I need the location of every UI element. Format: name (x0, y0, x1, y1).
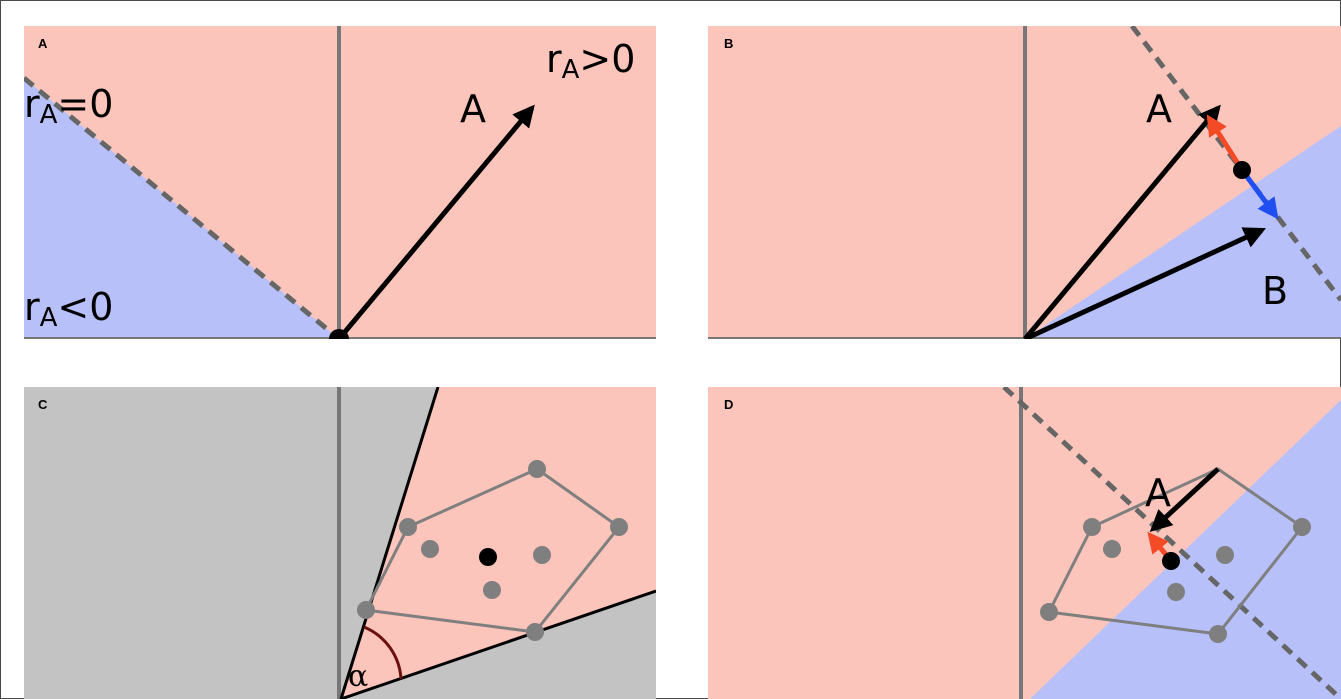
panel-d-polygon (1046, 467, 1305, 636)
panel-c-vertex (399, 518, 417, 536)
panel-a-label-negative: rA<0 (24, 285, 113, 333)
panel-b-vector-b-label: B (1262, 269, 1288, 313)
panel-a-label-positive: rA>0 (546, 37, 635, 85)
panel-b (708, 26, 1341, 339)
panel-c-angle-arc (363, 625, 403, 680)
panel-a-vector-a-arrow (337, 104, 535, 339)
panel-c-label: C (38, 397, 48, 412)
panel-a-label: A (38, 36, 48, 51)
panel-a-origin-point (329, 329, 349, 339)
panel-c-interior-point (483, 581, 501, 599)
panel-c-cone-region (341, 387, 656, 699)
panel-d-interior-point (1103, 540, 1121, 558)
panel-d-projection-point (1162, 552, 1180, 570)
panel-d-interior-point (1167, 583, 1185, 601)
panel-c-interior-point (421, 540, 439, 558)
panel-c (24, 387, 656, 699)
panel-d (708, 387, 1341, 699)
panel-d-vertex (1293, 518, 1311, 536)
panel-a (24, 26, 656, 339)
panel-d-vertex (1209, 625, 1227, 643)
panel-b-red-arrow (1206, 114, 1245, 172)
panel-c-interior-point (533, 546, 551, 564)
panel-d-boundary-dashed (1002, 387, 1341, 699)
panel-c-vertex (357, 601, 375, 619)
panel-b-blue-arrow (1239, 168, 1279, 220)
panel-a-zero-boundary-dashed (24, 76, 341, 339)
panel-d-interior-point (1216, 546, 1234, 564)
panel-c-cone-left-edge (339, 387, 440, 699)
panel-b-negative-region (1025, 126, 1341, 339)
panel-c-vertex (526, 623, 544, 641)
panel-a-vector-label: A (460, 87, 486, 131)
panel-b-vector-a-arrow (1023, 104, 1221, 339)
panel-d-vector-a-arrow (1149, 467, 1220, 532)
panel-c-angle-label: α (348, 659, 368, 694)
panel-d-vertex (1040, 603, 1058, 621)
panel-c-polygon (363, 467, 622, 634)
panel-d-label: D (724, 397, 733, 412)
panel-a-label-zero: rA=0 (24, 82, 113, 130)
panel-b-midpoint (1233, 161, 1251, 179)
panel-c-centroid-point (479, 548, 497, 566)
panel-c-cone-right-edge (340, 589, 656, 699)
panel-c-vertex (610, 518, 628, 536)
panel-b-vector-a-label: A (1146, 87, 1172, 131)
panel-d-vector-label: A (1145, 471, 1171, 515)
panel-d-vertex (1083, 518, 1101, 536)
panel-b-vector-b-arrow (1023, 227, 1266, 339)
panel-c-vertex (528, 460, 546, 478)
panel-b-boundary-dashed (1130, 26, 1341, 302)
panel-b-label: B (724, 36, 733, 51)
